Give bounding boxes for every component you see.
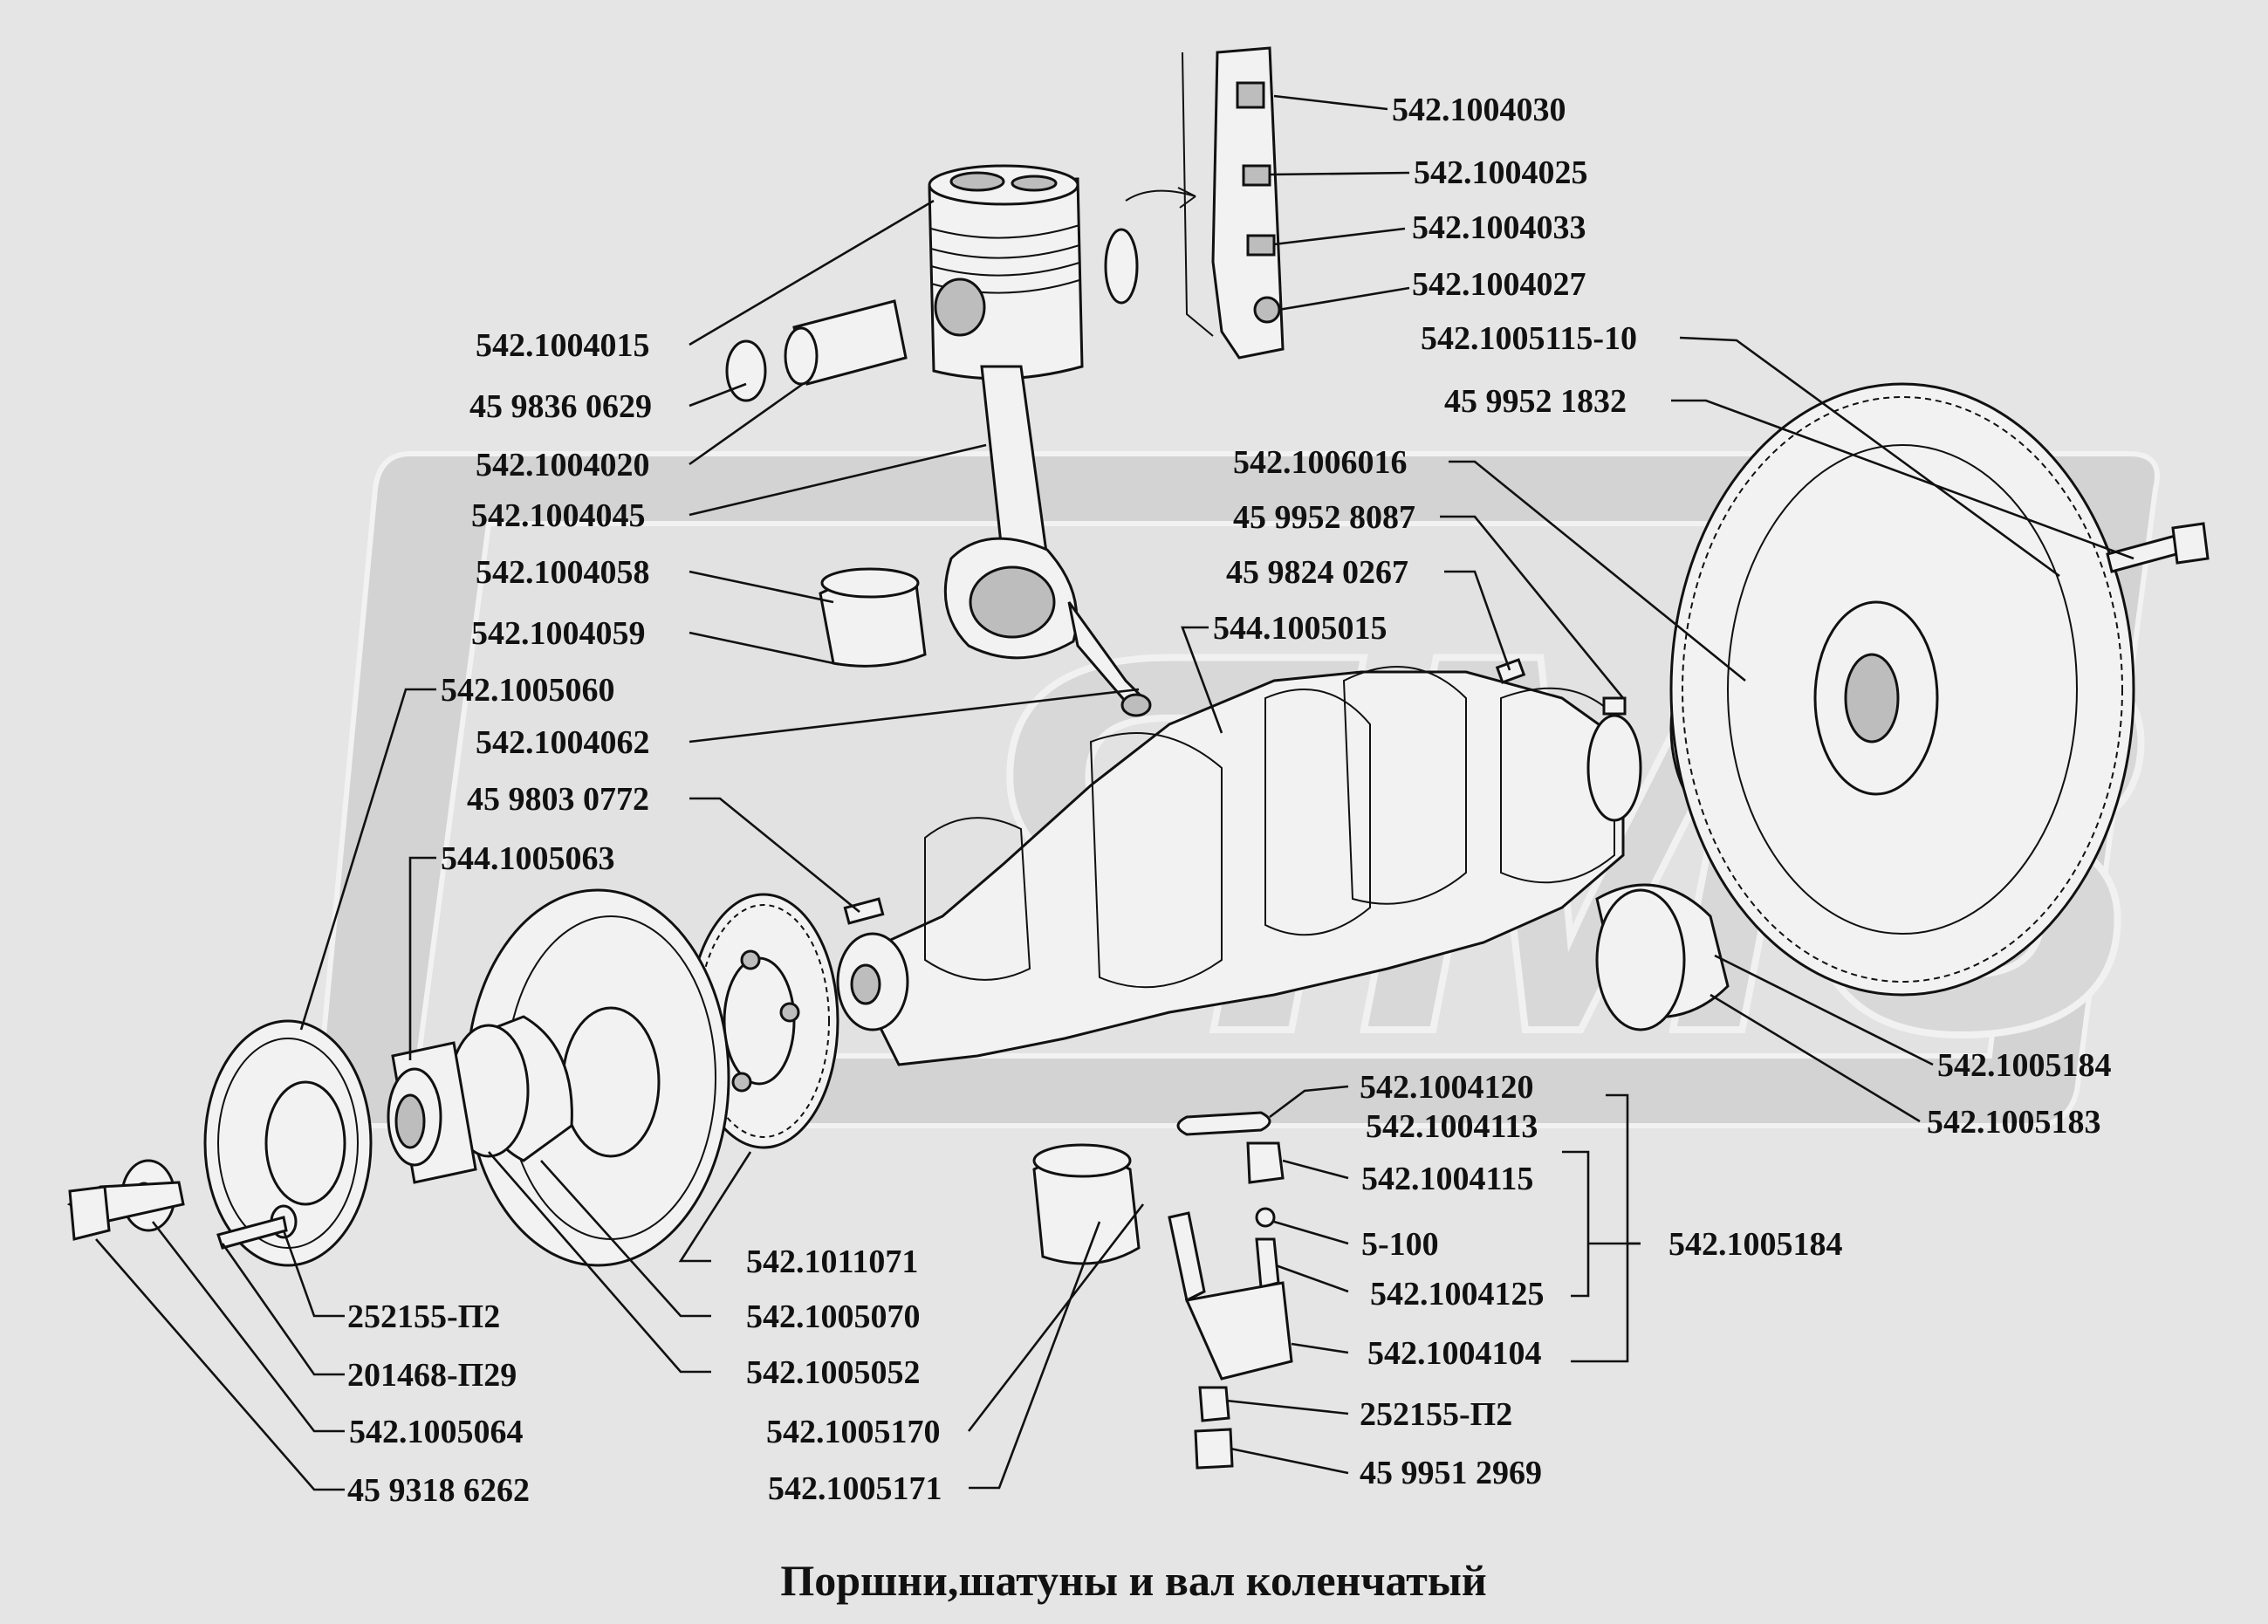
- label-542-1004027: 542.1004027: [1412, 266, 1586, 303]
- dowel-pin: [1602, 696, 1627, 716]
- label-542-1004062: 542.1004062: [476, 724, 650, 761]
- label-542-1004045: 542.1004045: [471, 497, 646, 534]
- piston-ring-section: [1125, 46, 1285, 360]
- label-45-9803-0772: 45 9803 0772: [467, 781, 649, 818]
- label-542-1004030: 542.1004030: [1392, 92, 1566, 128]
- label-542-1005052: 542.1005052: [746, 1354, 921, 1391]
- thrust-washers: [1595, 883, 1730, 1031]
- piston: [928, 164, 1084, 380]
- flywheel-bolt: [2106, 522, 2210, 573]
- label-542-1004020: 542.1004020: [476, 447, 650, 483]
- diagram-title: Поршни,шатуны и вал коленчатый: [780, 1556, 1486, 1605]
- label-542-1006016: 542.1006016: [1233, 444, 1408, 481]
- label-542-1005070: 542.1005070: [746, 1299, 921, 1335]
- label-542-1004025: 542.1004025: [1414, 154, 1588, 191]
- label-45-9952-8087: 45 9952 8087: [1233, 499, 1415, 536]
- piston-circlip-right: [1104, 228, 1139, 305]
- piston-circlip-left: [725, 339, 767, 402]
- main-bearing-shells: [1032, 1143, 1141, 1265]
- front-bolt-washer: [66, 1159, 298, 1250]
- front-pulley: [203, 1019, 373, 1267]
- label-252155-p2-b: 252155-П2: [1360, 1396, 1512, 1433]
- crankshaft: [836, 666, 1642, 1066]
- label-542-1004015: 542.1004015: [476, 327, 650, 364]
- label-45-9836-0629: 45 9836 0629: [469, 388, 652, 425]
- label-542-1004033: 542.1004033: [1412, 209, 1586, 246]
- label-45-9951-2969: 45 9951 2969: [1360, 1455, 1542, 1491]
- label-542-1005170: 542.1005170: [766, 1414, 941, 1450]
- label-542-1005184-a: 542.1005184: [1937, 1047, 2112, 1084]
- piston-pin: [784, 299, 908, 386]
- label-45-9318-6262: 45 9318 6262: [347, 1472, 530, 1509]
- label-542-1004058: 542.1004058: [476, 554, 650, 591]
- label-542-1011071: 542.1011071: [746, 1244, 918, 1280]
- rod-bearing-shells: [819, 567, 927, 668]
- label-5-100: 5-100: [1361, 1226, 1439, 1263]
- part-number-labels: 542.1004030 542.1004025 542.1004033 542.…: [347, 92, 2112, 1509]
- flywheel: [1669, 382, 2135, 997]
- label-542-1004059: 542.1004059: [471, 615, 646, 652]
- label-542-1005184-b: 542.1005184: [1668, 1226, 1843, 1263]
- label-542-1004125: 542.1004125: [1370, 1276, 1545, 1312]
- oil-nozzle-assembly: [1168, 1111, 1293, 1470]
- front-spacer: [387, 1041, 477, 1184]
- label-542-1004120: 542.1004120: [1360, 1069, 1534, 1106]
- label-542-1005183: 542.1005183: [1927, 1104, 2101, 1141]
- connecting-rod: [943, 365, 1152, 717]
- label-542-1005115-10: 542.1005115-10: [1421, 320, 1637, 357]
- label-544-1005063: 544.1005063: [441, 840, 615, 877]
- label-45-9952-1832: 45 9952 1832: [1444, 383, 1627, 420]
- label-542-1004104: 542.1004104: [1367, 1335, 1542, 1372]
- label-542-1005060: 542.1005060: [441, 672, 615, 709]
- label-201468-p29: 201468-П29: [347, 1357, 517, 1394]
- label-542-1004113: 542.1004113: [1366, 1108, 1538, 1145]
- label-542-1005171: 542.1005171: [768, 1470, 942, 1507]
- label-542-1005064: 542.1005064: [349, 1414, 524, 1450]
- label-544-1005015: 544.1005015: [1213, 610, 1388, 647]
- label-252155-p2-a: 252155-П2: [347, 1299, 500, 1335]
- label-542-1004115: 542.1004115: [1361, 1161, 1533, 1197]
- label-45-9824-0267: 45 9824 0267: [1226, 554, 1408, 591]
- crankshaft-key: [843, 897, 885, 925]
- leader-lines: [95, 94, 2134, 1491]
